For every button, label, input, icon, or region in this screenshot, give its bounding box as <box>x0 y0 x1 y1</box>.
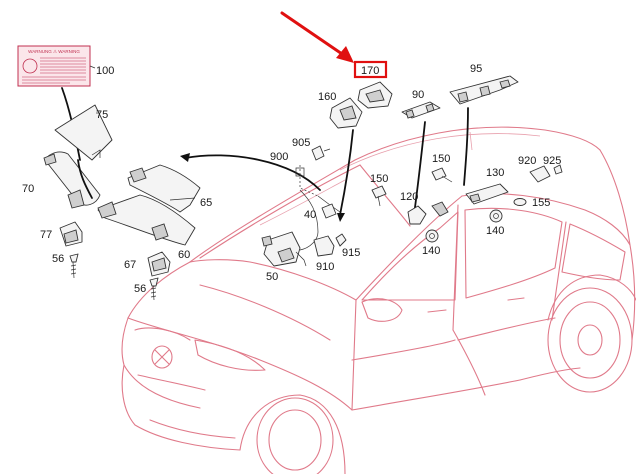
label-920: 920 <box>518 155 536 167</box>
warning-seal-icon <box>22 58 38 74</box>
label-60: 60 <box>178 249 190 261</box>
sun-visor-70 <box>43 151 101 209</box>
warning-label-heading: WARNUNG ⚠ WARNING <box>28 49 80 54</box>
clip-67 <box>147 251 171 277</box>
sun-visor-60 <box>97 194 196 246</box>
rail-95 <box>449 75 519 105</box>
label-65: 65 <box>200 197 212 209</box>
label-50: 50 <box>266 271 278 283</box>
label-90: 90 <box>412 89 424 101</box>
nut-140-a <box>425 229 439 243</box>
rail-90 <box>401 101 441 119</box>
label-905: 905 <box>292 137 310 149</box>
label-160: 160 <box>318 91 336 103</box>
sun-visor-75 <box>54 104 113 161</box>
label-100: 100 <box>96 65 114 77</box>
label-925: 925 <box>543 155 561 167</box>
label-155: 155 <box>532 197 550 209</box>
label-95: 95 <box>470 63 482 75</box>
label-56-a: 56 <box>52 253 64 265</box>
highlight-arrow <box>280 11 354 63</box>
label-915: 915 <box>342 247 360 259</box>
bracket-170 <box>357 81 393 109</box>
plug-915 <box>335 233 347 247</box>
hook-925 <box>553 164 563 175</box>
label-67: 67 <box>124 259 136 271</box>
handle-130 <box>465 183 509 205</box>
bulb-155 <box>513 198 527 206</box>
module-50 <box>261 231 307 267</box>
label-900: 900 <box>270 151 288 163</box>
bolt-150-a <box>371 185 387 207</box>
label-150-b: 150 <box>432 153 450 165</box>
label-120: 120 <box>400 191 418 203</box>
label-140-b: 140 <box>486 225 504 237</box>
label-77: 77 <box>40 229 52 241</box>
warning-label-part: WARNUNG ⚠ WARNING <box>17 45 96 161</box>
label-170: 170 <box>361 65 379 77</box>
sensor-905 <box>311 145 331 161</box>
label-70: 70 <box>22 183 34 195</box>
connector-40 <box>321 203 337 219</box>
label-40: 40 <box>304 209 316 221</box>
bracket-160 <box>329 97 363 129</box>
bolt-150-b <box>431 167 453 183</box>
label-150-a: 150 <box>370 173 388 185</box>
part-labels: 100 75 70 65 60 77 67 56 56 160 170 90 9… <box>22 63 561 295</box>
sun-visor-65 <box>127 164 201 213</box>
screw-56-a <box>69 253 79 279</box>
plug-910 <box>313 235 335 257</box>
label-75: 75 <box>96 109 108 121</box>
nut-140-b <box>489 209 503 223</box>
hook-920 <box>529 165 551 183</box>
label-910: 910 <box>316 261 334 273</box>
clip-77 <box>59 221 83 247</box>
highlight-box <box>353 60 388 79</box>
label-56-b: 56 <box>134 283 146 295</box>
clip-120 <box>407 201 449 225</box>
label-130: 130 <box>486 167 504 179</box>
screw-56-b <box>149 277 159 301</box>
label-140-a: 140 <box>422 245 440 257</box>
